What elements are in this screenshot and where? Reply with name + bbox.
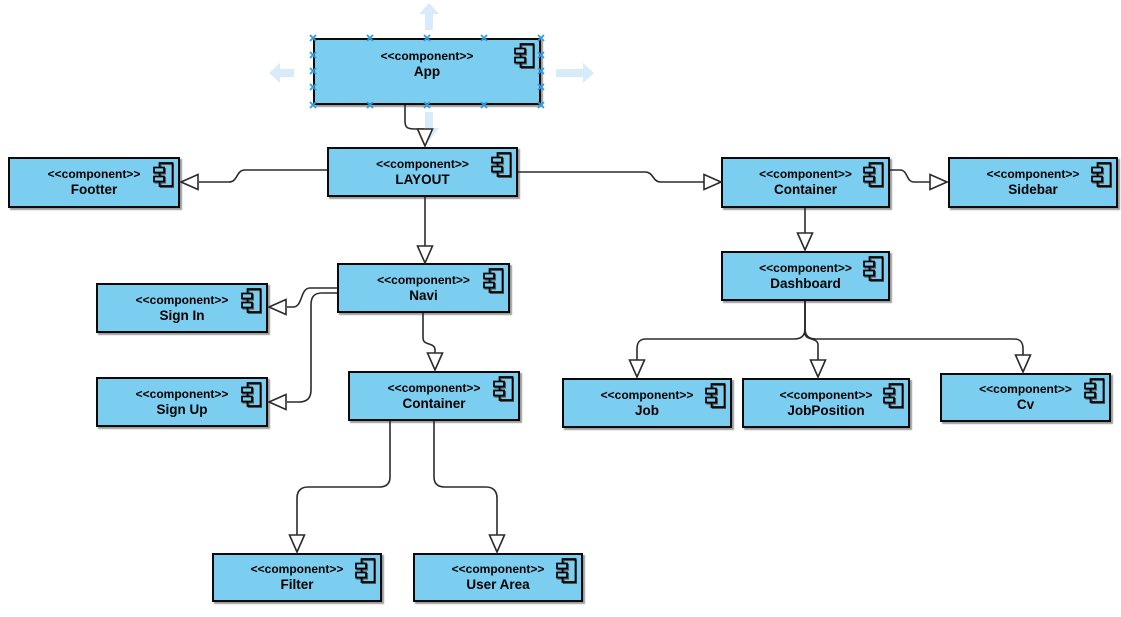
connector-layout-container[interactable]	[518, 171, 723, 191]
connector-dashboard-jobposition[interactable]	[804, 301, 827, 379]
quick-connect-up-arrow[interactable]	[419, 3, 439, 30]
stereotype-label: <<component>>	[986, 167, 1080, 181]
connector-app-layout[interactable]	[404, 105, 434, 148]
component-name: LAYOUT	[395, 171, 450, 187]
connector-dashboard-cv[interactable]	[804, 301, 1032, 374]
connector-navi-sign-in[interactable]	[267, 287, 337, 316]
component-layout[interactable]: <<component>> LAYOUT	[327, 147, 518, 197]
stereotype-label: <<component>>	[135, 292, 229, 307]
component-icon	[491, 152, 512, 178]
connector-container-sidebar[interactable]	[890, 169, 949, 191]
component-name: Dashboard	[770, 275, 841, 291]
component-icon	[241, 382, 262, 408]
stereotype-label: <<component>>	[759, 260, 852, 275]
connector-navi-sign-up[interactable]	[267, 292, 337, 411]
stereotype-label: <<component>>	[380, 49, 474, 63]
stereotype-label: <<component>>	[759, 167, 852, 181]
component-navi[interactable]: <<component>> Navi	[337, 263, 510, 313]
component-icon	[705, 383, 726, 409]
component-icon	[863, 162, 884, 188]
stereotype-label: <<component>>	[451, 562, 545, 576]
component-icon	[514, 43, 535, 69]
component-container-right[interactable]: <<component>> Container	[721, 157, 890, 208]
component-icon	[241, 288, 262, 314]
component-job[interactable]: <<component>> Job	[562, 378, 732, 428]
component-icon	[355, 558, 376, 584]
component-icon	[153, 162, 174, 188]
component-name: JobPosition	[787, 402, 865, 418]
component-name: Sidebar	[1008, 182, 1058, 197]
component-filter[interactable]: <<component>> Filter	[212, 553, 382, 602]
component-sign-in[interactable]: <<component>> Sign In	[96, 283, 268, 333]
component-name: Sign Up	[156, 401, 208, 417]
component-container-mid[interactable]: <<component>> Container	[348, 371, 520, 421]
stereotype-label: <<component>>	[779, 387, 873, 402]
component-sidebar[interactable]: <<component>> Sidebar	[948, 157, 1118, 208]
stereotype-label: <<component>>	[376, 156, 469, 171]
stereotype-label: <<component>>	[47, 167, 141, 181]
stereotype-label: <<component>>	[135, 386, 229, 401]
component-name: User Area	[466, 577, 530, 592]
component-jobposition[interactable]: <<component>> JobPosition	[742, 378, 910, 428]
connector-dashboard-job[interactable]	[628, 301, 806, 379]
component-name: Job	[634, 402, 659, 418]
component-icon	[483, 268, 504, 294]
component-footter[interactable]: <<component>> Footter	[8, 157, 180, 208]
connector-container-dashboard[interactable]	[796, 208, 814, 252]
connector-navi-container[interactable]	[422, 313, 444, 372]
component-user-area[interactable]: <<component>> User Area	[413, 553, 583, 602]
component-icon	[863, 256, 884, 282]
component-dashboard[interactable]: <<component>> Dashboard	[721, 251, 890, 301]
quick-connect-left-arrow[interactable]	[269, 63, 294, 83]
component-name: Navi	[409, 287, 438, 303]
stereotype-label: <<component>>	[600, 387, 694, 402]
quick-connect-right-arrow[interactable]	[556, 63, 594, 83]
component-cv[interactable]: <<component>> Cv	[940, 373, 1111, 422]
stereotype-label: <<component>>	[979, 382, 1072, 396]
stereotype-label: <<component>>	[377, 272, 470, 287]
component-icon	[556, 558, 577, 584]
connector-layout-footter[interactable]	[179, 169, 327, 191]
component-name: Cv	[1016, 397, 1035, 412]
component-icon	[1091, 162, 1112, 188]
connector-container-user-area[interactable]	[433, 421, 506, 554]
component-name: Filter	[280, 577, 314, 592]
component-name: Container	[402, 395, 466, 411]
stereotype-label: <<component>>	[387, 380, 481, 395]
stereotype-label: <<component>>	[250, 562, 344, 576]
component-name: Footter	[70, 182, 118, 197]
component-name: Sign In	[159, 307, 205, 323]
component-app[interactable]: <<component>> App	[313, 38, 541, 105]
component-icon	[1084, 378, 1105, 404]
component-name: Container	[773, 182, 837, 197]
component-icon	[493, 376, 514, 402]
component-name: App	[413, 64, 441, 79]
connector-container-filter[interactable]	[288, 421, 391, 554]
connector-layout-navi[interactable]	[416, 197, 434, 265]
component-icon	[883, 383, 904, 409]
quick-connect-down-arrow[interactable]	[419, 112, 439, 141]
component-sign-up[interactable]: <<component>> Sign Up	[96, 377, 268, 427]
